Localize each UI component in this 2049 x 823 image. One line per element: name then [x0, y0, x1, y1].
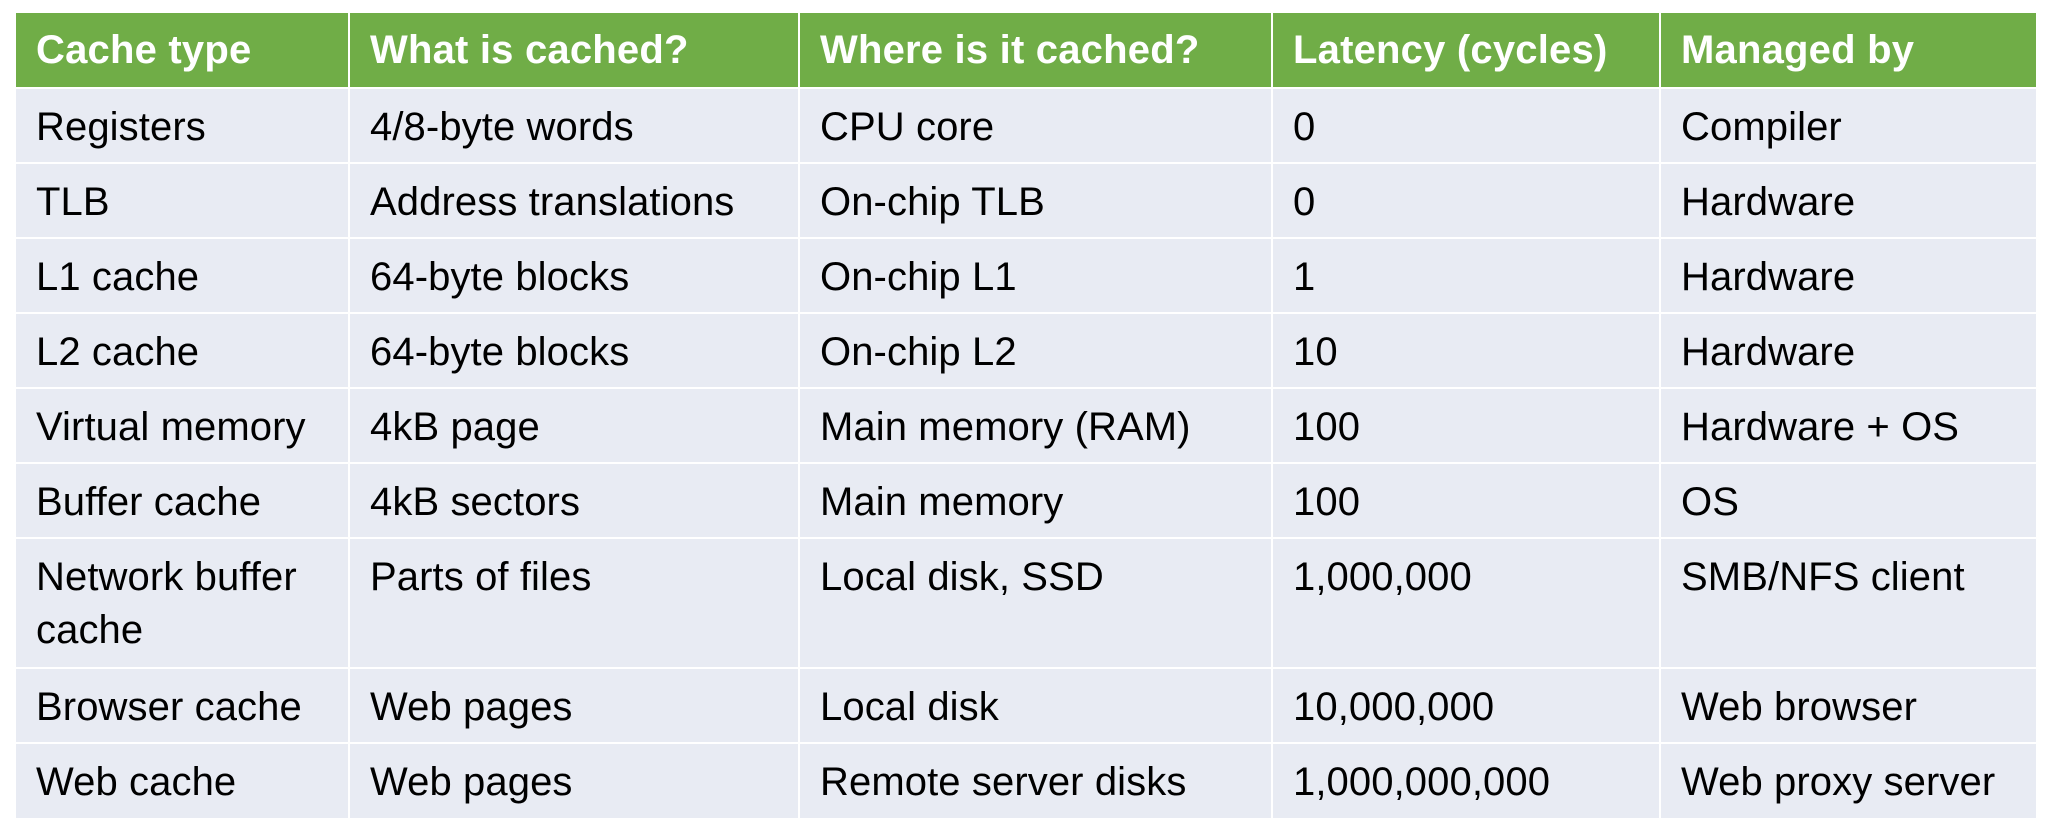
- cell-cache-type: L1 cache: [16, 237, 350, 313]
- cell-managed-by: Web proxy server: [1660, 742, 2036, 818]
- table-row: Registers 4/8-byte words CPU core 0 Comp…: [16, 87, 2036, 163]
- cell-cache-type: L2 cache: [16, 312, 350, 388]
- cell-latency: 100: [1272, 387, 1661, 463]
- cell-where-cached: Local disk: [799, 667, 1273, 743]
- cache-table-container: Cache type What is cached? Where is it c…: [16, 13, 2036, 818]
- cell-cache-type: Network buffer cache: [16, 537, 350, 668]
- cell-cache-type: Registers: [16, 87, 350, 163]
- cell-latency: 10: [1272, 312, 1661, 388]
- cell-latency: 1,000,000,000: [1272, 742, 1661, 818]
- cell-where-cached: On-chip L1: [799, 237, 1273, 313]
- cell-what-cached: Parts of files: [349, 537, 800, 668]
- cell-where-cached: Local disk, SSD: [799, 537, 1273, 668]
- cell-managed-by: SMB/NFS client: [1660, 537, 2036, 668]
- cell-cache-type: Buffer cache: [16, 462, 350, 538]
- header-managed-by: Managed by: [1660, 13, 2036, 88]
- cell-managed-by: Hardware: [1660, 162, 2036, 238]
- cell-what-cached: 4kB page: [349, 387, 800, 463]
- cell-what-cached: 4/8-byte words: [349, 87, 800, 163]
- cache-table: Cache type What is cached? Where is it c…: [16, 13, 2036, 818]
- cell-what-cached: 64-byte blocks: [349, 312, 800, 388]
- table-row: Browser cache Web pages Local disk 10,00…: [16, 667, 2036, 743]
- header-cache-type: Cache type: [16, 13, 350, 88]
- cell-what-cached: 64-byte blocks: [349, 237, 800, 313]
- cell-cache-type: TLB: [16, 162, 350, 238]
- cell-managed-by: Hardware: [1660, 237, 2036, 313]
- table-row: Virtual memory 4kB page Main memory (RAM…: [16, 387, 2036, 463]
- header-what-is-cached: What is cached?: [349, 13, 800, 88]
- cell-managed-by: Web browser: [1660, 667, 2036, 743]
- header-latency: Latency (cycles): [1272, 13, 1661, 88]
- header-where-is-it-cached: Where is it cached?: [799, 13, 1273, 88]
- cell-managed-by: Hardware: [1660, 312, 2036, 388]
- table-header: Cache type What is cached? Where is it c…: [16, 13, 2036, 88]
- cell-managed-by: OS: [1660, 462, 2036, 538]
- cell-what-cached: Address translations: [349, 162, 800, 238]
- cell-latency: 0: [1272, 87, 1661, 163]
- cell-latency: 100: [1272, 462, 1661, 538]
- cell-where-cached: Main memory (RAM): [799, 387, 1273, 463]
- cell-where-cached: Remote server disks: [799, 742, 1273, 818]
- table-body: Registers 4/8-byte words CPU core 0 Comp…: [16, 87, 2036, 818]
- cell-managed-by: Compiler: [1660, 87, 2036, 163]
- cell-what-cached: Web pages: [349, 667, 800, 743]
- table-row: Web cache Web pages Remote server disks …: [16, 742, 2036, 818]
- cell-latency: 1,000,000: [1272, 537, 1661, 668]
- cell-where-cached: On-chip TLB: [799, 162, 1273, 238]
- cell-cache-type: Virtual memory: [16, 387, 350, 463]
- table-row: L1 cache 64-byte blocks On-chip L1 1 Har…: [16, 237, 2036, 313]
- cell-cache-type: Browser cache: [16, 667, 350, 743]
- cell-latency: 0: [1272, 162, 1661, 238]
- cell-what-cached: Web pages: [349, 742, 800, 818]
- cell-managed-by: Hardware + OS: [1660, 387, 2036, 463]
- cell-where-cached: On-chip L2: [799, 312, 1273, 388]
- cell-latency: 10,000,000: [1272, 667, 1661, 743]
- cell-where-cached: CPU core: [799, 87, 1273, 163]
- table-row: L2 cache 64-byte blocks On-chip L2 10 Ha…: [16, 312, 2036, 388]
- cell-what-cached: 4kB sectors: [349, 462, 800, 538]
- cell-cache-type: Web cache: [16, 742, 350, 818]
- table-row: Buffer cache 4kB sectors Main memory 100…: [16, 462, 2036, 538]
- cell-latency: 1: [1272, 237, 1661, 313]
- table-row: Network buffer cache Parts of files Loca…: [16, 537, 2036, 668]
- table-row: TLB Address translations On-chip TLB 0 H…: [16, 162, 2036, 238]
- cell-where-cached: Main memory: [799, 462, 1273, 538]
- header-row: Cache type What is cached? Where is it c…: [16, 13, 2036, 88]
